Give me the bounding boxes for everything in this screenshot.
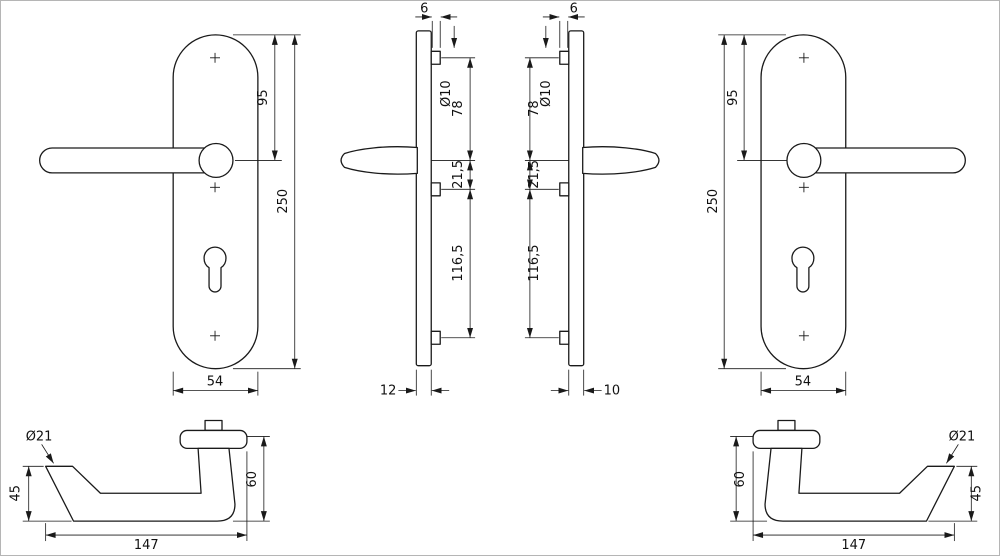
- handle-body: [764, 447, 956, 522]
- rose-cap: [179, 429, 248, 450]
- backplate-side: [415, 30, 432, 367]
- dim-o10-right: Ø10: [539, 80, 554, 107]
- view-front-left: 95 250 54: [39, 34, 301, 396]
- dim-o21-right: Ø21: [949, 429, 976, 444]
- dim-12-left: 12: [380, 384, 396, 399]
- backplate: [172, 34, 259, 370]
- dim-54-left: 54: [207, 375, 223, 390]
- lever-side: [582, 146, 660, 175]
- view-handle-right: Ø21 45 60 147: [730, 419, 984, 553]
- lever-handle: [39, 147, 218, 174]
- dim-1165-left: 116,5: [451, 245, 466, 282]
- rose-cap: [752, 429, 821, 450]
- spindle: [204, 419, 223, 432]
- dim-o10-left: Ø10: [439, 80, 454, 107]
- dims-side-right: 6 Ø10 78 21,5 116,5 10: [524, 1, 620, 399]
- dim-78-left: 78: [451, 100, 466, 116]
- dim-10-right: 10: [604, 384, 620, 399]
- dims-front-right: 95 250 54: [706, 34, 847, 396]
- dims-side-left: 6 Ø10 78 21,5 116,5 12: [380, 1, 476, 399]
- view-side-left: 6 Ø10 78 21,5 116,5 12: [340, 1, 476, 399]
- fixing-stud-top: [430, 50, 441, 65]
- dim-78-right: 78: [527, 100, 542, 116]
- dim-60-left: 60: [245, 471, 260, 487]
- dim-o21-left: Ø21: [26, 429, 53, 444]
- dim-6-left: 6: [420, 1, 428, 16]
- backplate: [760, 34, 847, 370]
- fixing-stud-bottom: [559, 330, 570, 345]
- view-side-right: 6 Ø10 78 21,5 116,5 10: [524, 1, 660, 399]
- dim-6-right: 6: [570, 1, 578, 16]
- dim-95-left: 95: [256, 89, 271, 105]
- dims-handle-right: Ø21 45 60 147: [730, 429, 984, 553]
- view-front-right: 95 250 54: [706, 34, 966, 396]
- dim-215-right: 21,5: [527, 160, 542, 189]
- view-handle-left: Ø21 45 60 147: [9, 419, 270, 553]
- pivot-rose: [198, 142, 234, 179]
- backplate-side: [568, 30, 585, 367]
- dims-handle-left: Ø21 45 60 147: [9, 429, 270, 553]
- fixing-stud-mid: [430, 182, 441, 197]
- dim-60-right: 60: [733, 471, 748, 487]
- dim-215-left: 21,5: [451, 160, 466, 189]
- dim-95-right: 95: [726, 89, 741, 105]
- dim-54-right: 54: [795, 375, 811, 390]
- fixing-stud-bottom: [430, 330, 441, 345]
- dims-front-left: 95 250 54: [172, 34, 301, 396]
- spindle: [777, 419, 796, 432]
- dim-250-left: 250: [276, 189, 291, 214]
- dim-45-left: 45: [9, 485, 24, 501]
- dim-1165-right: 116,5: [527, 245, 542, 282]
- dim-250-right: 250: [706, 189, 721, 214]
- lever-side: [340, 146, 418, 175]
- dim-147-left: 147: [134, 538, 159, 553]
- handle-body: [44, 447, 236, 522]
- pivot-rose: [786, 142, 822, 179]
- fixing-stud-top: [559, 50, 570, 65]
- dim-147-right: 147: [841, 538, 866, 553]
- dim-45-right: 45: [969, 485, 984, 501]
- fixing-stud-mid: [559, 182, 570, 197]
